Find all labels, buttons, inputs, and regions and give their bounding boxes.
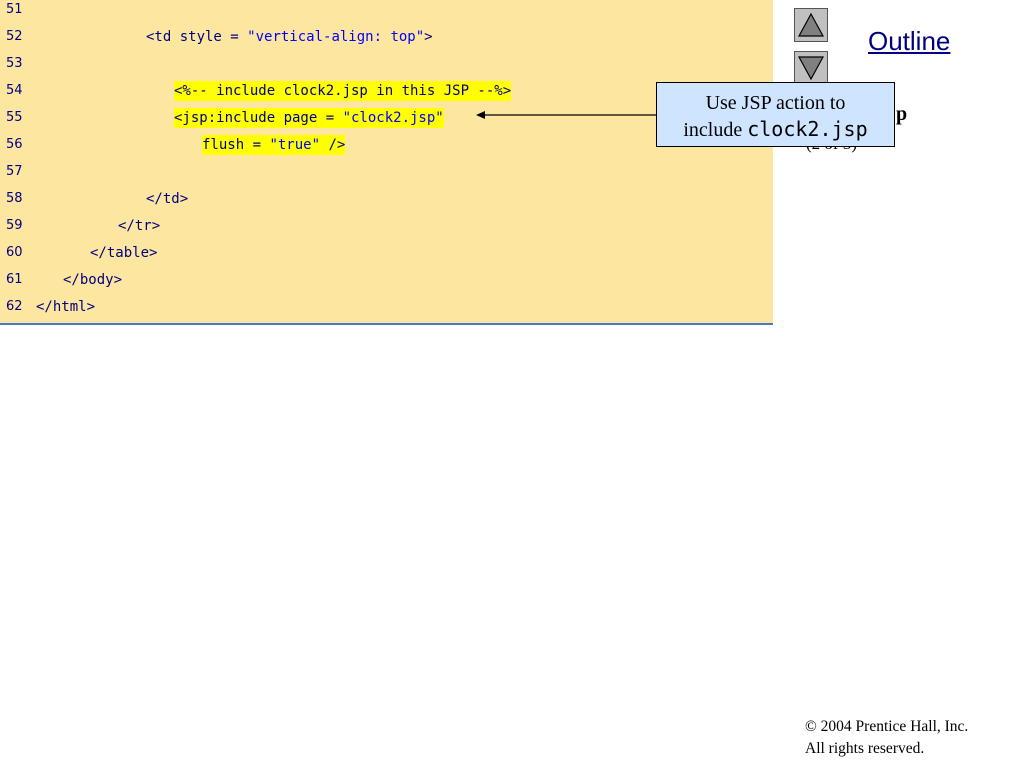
code-text-highlighted: <jsp:include page = "clock2.jsp" (174, 108, 444, 128)
callout-line-2: include clock2.jsp (683, 117, 868, 141)
line-number: 57 (6, 164, 23, 179)
line-number: 62 (6, 299, 23, 314)
code-line-55: 55 <jsp:include page = "clock2.jsp" (0, 108, 773, 135)
code-line-60: 60 </table> (0, 243, 773, 270)
code-line-58: 58 </td> (0, 189, 773, 216)
code-text-highlighted: flush = "true" /> (202, 135, 346, 155)
line-number: 58 (6, 191, 23, 206)
code-comment: <%-- include clock2.jsp in this JSP --%> (174, 81, 512, 101)
line-number: 55 (6, 110, 23, 125)
code-line-53: 53 (0, 54, 773, 81)
line-number: 60 (6, 245, 23, 260)
code-text: </tr> (118, 218, 161, 234)
code-line-61: 61 </body> (0, 270, 773, 297)
triangle-up-icon (797, 12, 825, 37)
code-line-57: 57 (0, 162, 773, 189)
code-text: </table> (90, 245, 158, 261)
code-text: </td> (146, 191, 189, 207)
triangle-down-icon (797, 56, 825, 81)
line-number: 59 (6, 218, 23, 233)
code-line-56: 56 flush = "true" /> (0, 135, 773, 162)
code-text: </html> (36, 299, 96, 315)
copyright-notice: © 2004 Prentice Hall, Inc. All rights re… (805, 716, 968, 760)
callout-code: clock2.jsp (747, 117, 868, 141)
line-number: 52 (6, 29, 23, 44)
callout-arrow (476, 111, 657, 119)
previous-slide-button[interactable] (794, 8, 828, 42)
annotation-callout: Use JSP action to include clock2.jsp (656, 82, 895, 147)
code-line-52: 52 <td style = "vertical-align: top"> (0, 27, 773, 54)
line-number: 54 (6, 83, 23, 98)
copyright-line-2: All rights reserved. (805, 740, 925, 757)
line-number: 51 (6, 2, 23, 17)
sidebar-file-label-fragment: p (896, 103, 908, 125)
outline-title[interactable]: Outline (868, 26, 951, 56)
next-slide-button[interactable] (794, 51, 828, 85)
code-text: </body> (63, 272, 123, 288)
copyright-line-1: © 2004 Prentice Hall, Inc. (805, 718, 969, 735)
code-line-62: 62 </html> (0, 297, 773, 324)
code-line-59: 59 </tr> (0, 216, 773, 243)
line-number: 61 (6, 272, 23, 287)
line-number: 53 (6, 56, 23, 71)
code-text: <td style = "vertical-align: top"> (146, 29, 433, 45)
code-line-54: 54 <%-- include clock2.jsp in this JSP -… (0, 81, 773, 108)
code-line-51: 51 (0, 0, 773, 27)
code-listing-panel: 51 52 <td style = "vertical-align: top">… (0, 0, 773, 325)
copyright-symbol: © (805, 718, 817, 735)
callout-line-1: Use JSP action to (705, 92, 846, 114)
line-number: 56 (6, 137, 23, 152)
